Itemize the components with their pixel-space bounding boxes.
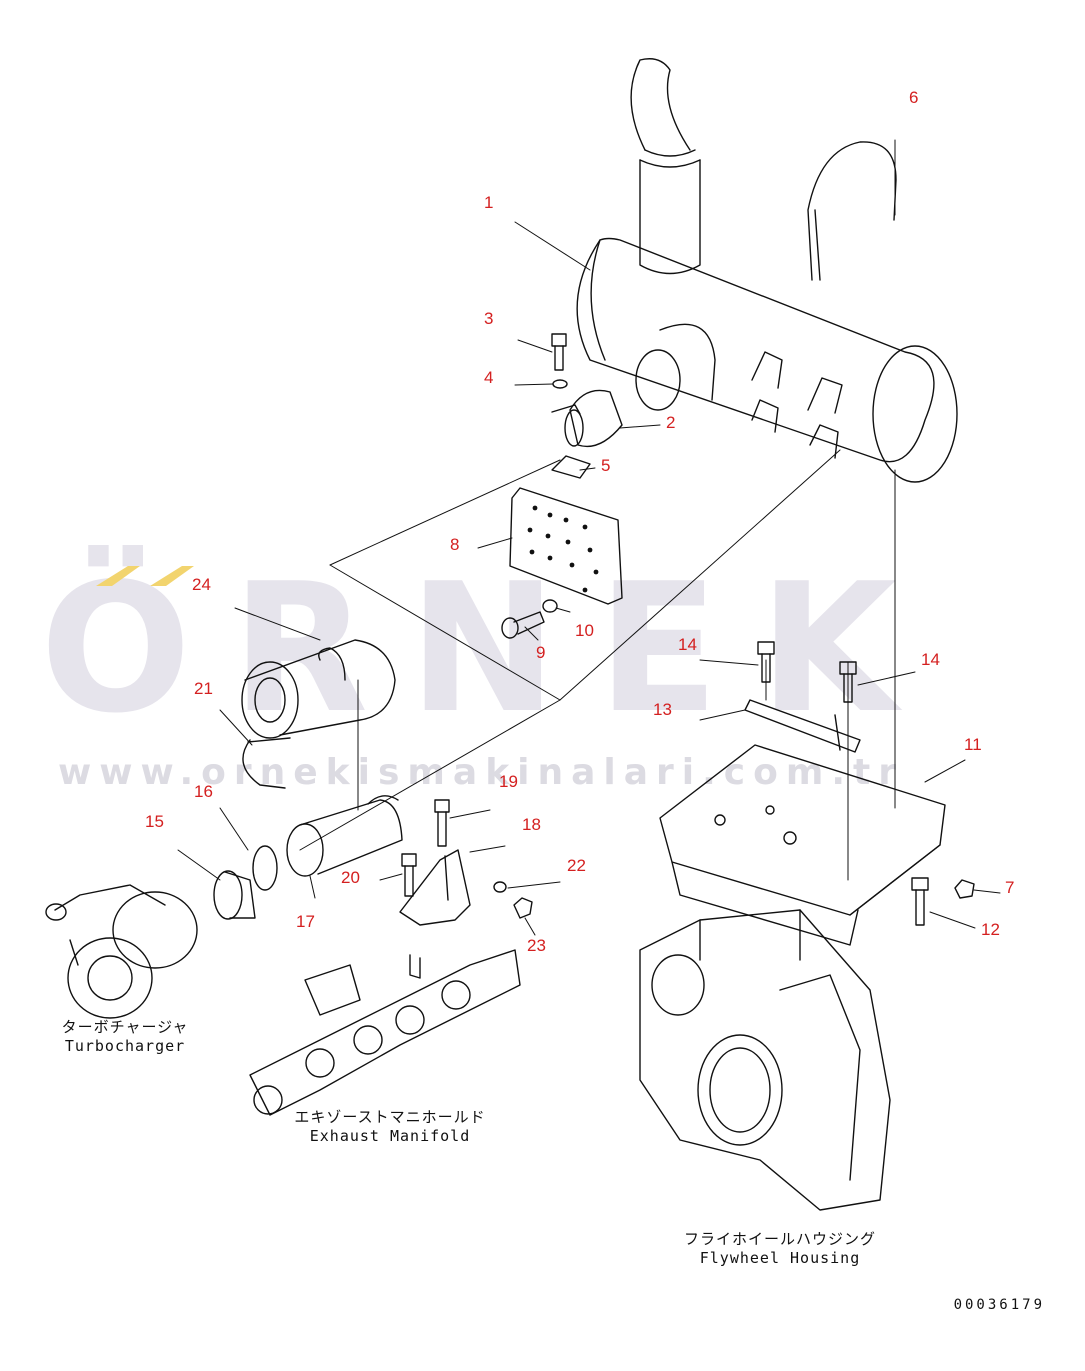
pipe-part-17 (286, 795, 403, 877)
turbocharger-caption-en: Turbocharger (64, 1036, 186, 1055)
callout-4: 4 (484, 368, 494, 387)
cover-part-24 (241, 639, 396, 739)
callout-11: 11 (964, 735, 982, 754)
ring-part-16 (252, 845, 278, 891)
bracket-part-18 (399, 849, 471, 926)
callout-1: 1 (484, 193, 494, 212)
callout-13: 13 (653, 700, 672, 719)
bolt-part-12 (911, 877, 929, 926)
callout-10: 10 (575, 621, 594, 640)
manifold-caption: エキゾーストマニホールド Exhaust Manifold (270, 1108, 510, 1146)
callout-19: 19 (499, 772, 518, 791)
nut-plate-part-5 (551, 455, 591, 479)
plate-part-13 (744, 699, 861, 753)
washer-part-22 (493, 881, 507, 893)
bolt-part-14-right (839, 661, 857, 703)
washer-part-4 (552, 379, 568, 389)
muffler-part-1 (576, 58, 958, 483)
callout-12: 12 (981, 920, 1000, 939)
callout-7: 7 (1005, 878, 1015, 897)
manifold-caption-jp: エキゾーストマニホールド (294, 1108, 486, 1126)
callout-17: 17 (296, 912, 315, 931)
washer-part-10 (542, 599, 558, 613)
bolt-part-20 (401, 853, 417, 897)
callout-2: 2 (666, 413, 676, 432)
document-number: 00036179 (953, 1297, 1045, 1313)
watermark-brand: ÖRNEK (40, 545, 937, 752)
cover-part-11 (659, 744, 946, 946)
bolt-part-9 (501, 611, 545, 639)
watermark-site: www.ornekismakinalari.com.tr (58, 752, 905, 793)
exhaust-manifold-drawing (249, 949, 521, 1116)
clamp-part-2 (551, 389, 623, 448)
callout-14-left: 14 (678, 635, 697, 654)
callout-24: 24 (192, 575, 211, 594)
bolt-part-3 (551, 333, 567, 371)
manifold-caption-en: Exhaust Manifold (309, 1126, 471, 1145)
heat-plate-part-8 (509, 487, 623, 605)
callout-21: 21 (194, 679, 213, 698)
turbocharger-caption-jp: ターボチャージャ (61, 1018, 189, 1036)
wire-part-21 (242, 737, 291, 789)
callout-16: 16 (194, 782, 213, 801)
leader-lines (177, 139, 1001, 936)
callout-18: 18 (522, 815, 541, 834)
turbocharger-caption: ターボチャージャ Turbocharger (40, 1018, 210, 1056)
callout-15: 15 (145, 812, 164, 831)
flywheel-caption-en: Flywheel Housing (699, 1248, 861, 1267)
callout-20: 20 (341, 868, 360, 887)
bolt-part-14-left (757, 641, 775, 683)
callout-3: 3 (484, 309, 494, 328)
guide-lines (299, 449, 896, 881)
callout-22: 22 (567, 856, 586, 875)
flywheel-housing-drawing (639, 909, 891, 1211)
flywheel-caption-jp: フライホイールハウジング (683, 1230, 876, 1248)
callout-6: 6 (909, 88, 919, 107)
callout-8: 8 (450, 535, 460, 554)
turbocharger-drawing (45, 884, 198, 1019)
u-bolt-part-6 (807, 141, 897, 281)
clamp-part-15 (213, 870, 256, 920)
nut-part-23 (513, 897, 533, 919)
callout-14-right: 14 (921, 650, 940, 669)
nut-part-7 (954, 879, 975, 899)
callout-5: 5 (601, 456, 611, 475)
callout-9: 9 (536, 643, 546, 662)
bolt-part-19 (434, 799, 450, 847)
flywheel-caption: フライホイールハウジング Flywheel Housing (660, 1230, 900, 1268)
callout-23: 23 (527, 936, 546, 955)
watermark-accent (96, 566, 194, 586)
